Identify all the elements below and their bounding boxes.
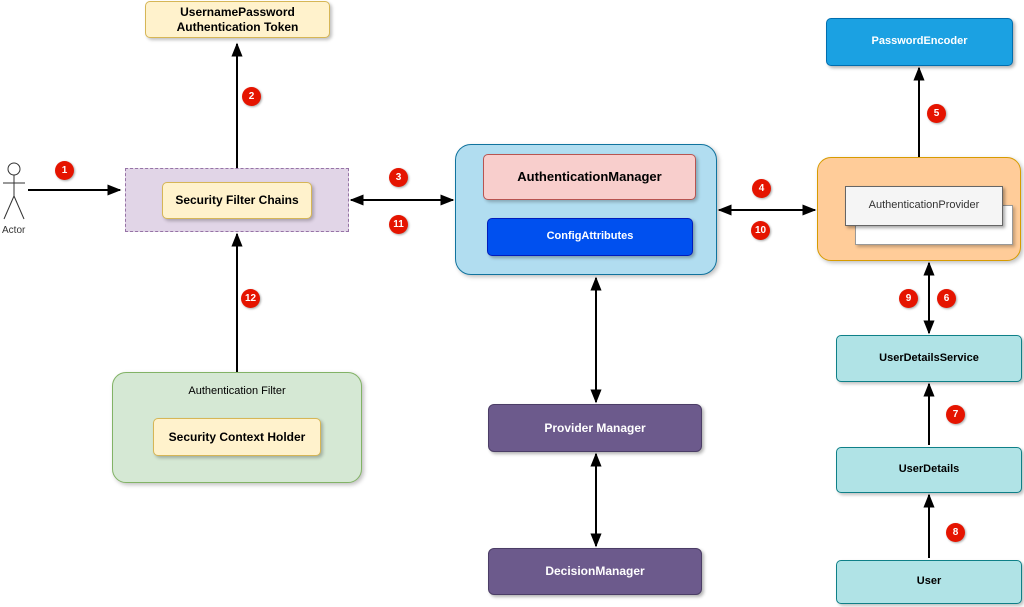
authentication-manager-box[interactable]: AuthenticationManager xyxy=(483,154,696,200)
step-badge-10: 10 xyxy=(751,221,770,240)
step-badge-2: 2 xyxy=(242,87,261,106)
step-badge-5: 5 xyxy=(927,104,946,123)
security-filter-chains-box[interactable]: Security Filter Chains xyxy=(162,182,312,219)
step-badge-9: 9 xyxy=(899,289,918,308)
password-encoder-box[interactable]: PasswordEncoder xyxy=(826,18,1013,66)
authentication-provider-box[interactable]: AuthenticationProvider xyxy=(845,186,1003,226)
actor-stick-figure-icon xyxy=(3,162,25,220)
decision-manager-box[interactable]: DecisionManager xyxy=(488,548,702,595)
user-details-box[interactable]: UserDetails xyxy=(836,447,1022,493)
step-badge-3: 3 xyxy=(389,168,408,187)
provider-manager-box[interactable]: Provider Manager xyxy=(488,404,702,452)
step-badge-4: 4 xyxy=(752,179,771,198)
user-box[interactable]: User xyxy=(836,560,1022,604)
step-badge-11: 11 xyxy=(389,215,408,234)
username-password-token-box[interactable]: UsernamePassword Authentication Token xyxy=(145,1,330,38)
authentication-filter-label: Authentication Filter xyxy=(188,385,286,397)
step-badge-7: 7 xyxy=(946,405,965,424)
step-badge-8: 8 xyxy=(946,523,965,542)
actor-label: Actor xyxy=(2,225,26,236)
security-context-holder-box[interactable]: Security Context Holder xyxy=(153,418,321,456)
step-badge-12: 12 xyxy=(241,289,260,308)
user-details-service-box[interactable]: UserDetailsService xyxy=(836,335,1022,382)
config-attributes-box[interactable]: ConfigAttributes xyxy=(487,218,693,256)
step-badge-6: 6 xyxy=(937,289,956,308)
step-badge-1: 1 xyxy=(55,161,74,180)
